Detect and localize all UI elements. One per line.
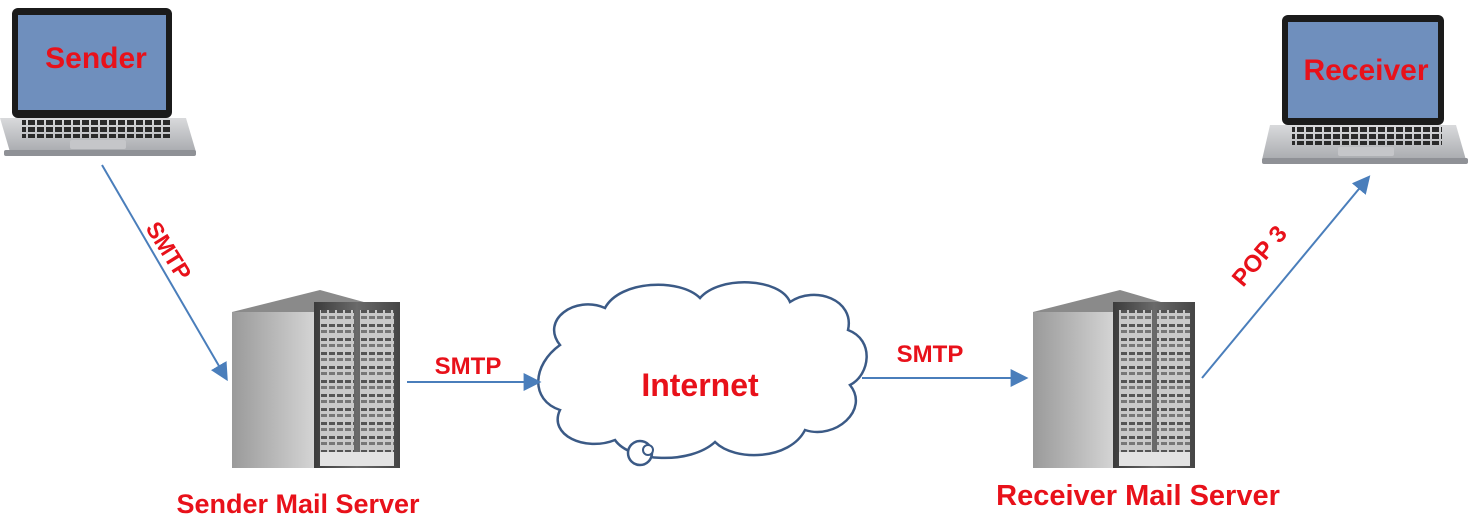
sender-server-label: Sender Mail Server: [176, 489, 420, 519]
edge-label-inbound-smtp: SMTP: [897, 341, 964, 368]
receiver-laptop-icon: [1262, 15, 1468, 164]
internet-label: Internet: [641, 367, 759, 403]
sender-server-icon: [232, 290, 400, 468]
sender-label: Sender: [45, 42, 147, 75]
receiver-server-icon: [1033, 290, 1195, 468]
arrow-sender-to-server: [101, 164, 228, 382]
sender-screen: [18, 15, 166, 110]
edge-label-sender-smtp: SMTP: [141, 217, 197, 285]
receiver-screen: [1288, 22, 1438, 118]
arrow-server-to-receiver: [1201, 175, 1371, 379]
internet-cloud-icon: [537, 281, 868, 467]
receiver-server-label: Receiver Mail Server: [996, 480, 1280, 512]
receiver-label: Receiver: [1303, 54, 1428, 87]
edge-label-outbound-smtp: SMTP: [435, 353, 502, 380]
sender-laptop-icon: [0, 8, 196, 156]
